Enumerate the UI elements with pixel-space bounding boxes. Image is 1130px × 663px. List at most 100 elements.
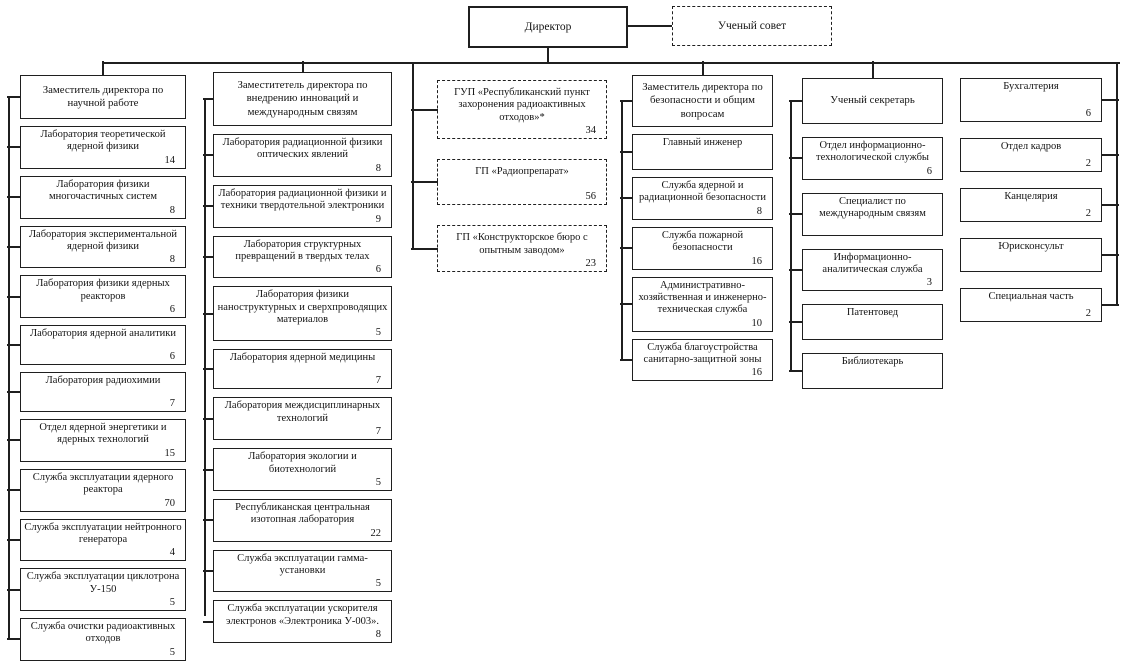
org-unit-label: Служба очистки радиоактивных отходов [30, 621, 176, 645]
org-unit-label: Лаборатория физики многочастичных систем [48, 178, 157, 203]
dept-header-innovation: Заместитетель директора по внедрению инн… [203, 72, 392, 126]
org-unit-box: Лаборатория физики многочастичных систем… [7, 175, 186, 219]
org-unit-count: 6 [375, 264, 381, 276]
org-unit-label: Лаборатория ядерной аналитики [29, 328, 177, 339]
org-unit-box: Отдел кадров 2 [960, 138, 1119, 172]
connector-spine [621, 101, 623, 362]
org-unit-count: 22 [370, 527, 382, 539]
dept-header-secretary: Ученый секретарь [789, 78, 943, 124]
connector-bus [103, 62, 1120, 64]
org-unit-count: 7 [375, 375, 381, 387]
org-unit-box: Служба эксплуатации нейтронного генерато… [7, 518, 186, 562]
org-unit-label: Республиканская центральная изотопная ла… [235, 501, 370, 526]
column-research-deputy: Заместитель директора по научной работе … [7, 61, 186, 661]
column-scientific-secretary: Ученый секретарь Отдел информационно-тех… [789, 61, 943, 390]
org-unit-label: Лаборатория физики наноструктурных и све… [217, 289, 388, 325]
org-unit-count: 2 [1085, 158, 1091, 169]
org-unit-box: Канцелярия 2 [960, 188, 1119, 222]
org-unit-label: ГУП «Республиканский пункт захоронения р… [454, 87, 590, 123]
column-innovation-deputy: Заместитетель директора по внедрению инн… [203, 61, 392, 644]
org-unit-box: Лаборатория радиохимии 7 [7, 372, 186, 412]
org-unit-box: Лаборатория экспериментальной ядерной фи… [7, 225, 186, 269]
org-unit-label: Отдел кадров [1000, 141, 1062, 152]
org-unit-count: 4 [169, 547, 175, 559]
org-unit-count [964, 257, 1098, 270]
org-unit-box: ГП «Конструкторское бюро с опытным завод… [411, 225, 607, 272]
org-unit-count: 10 [751, 317, 763, 329]
org-unit-label: Канцелярия [1004, 191, 1058, 202]
org-unit-count [806, 221, 939, 234]
org-unit-box: ГУП «Республиканский пункт захоронения р… [411, 80, 607, 140]
org-unit-count: 14 [164, 154, 176, 166]
org-unit-box: Лаборатория радиационной физики оптическ… [203, 134, 392, 177]
director-box: Директор [468, 6, 628, 48]
org-unit-count: 6 [1085, 108, 1091, 119]
org-unit-label: Служба пожарной безопасности [661, 229, 744, 254]
org-unit-box: Административно-хозяйственная и инженерн… [620, 276, 773, 332]
connector-director-drop [547, 46, 549, 63]
org-unit-box: Лаборатория теоретической ядерной физики… [7, 126, 186, 169]
org-unit-box: Лаборатория структурных превращений в тв… [203, 235, 392, 279]
org-unit-count: 16 [751, 367, 763, 379]
org-unit-count: 6 [926, 165, 932, 177]
org-unit-count: 2 [1085, 308, 1091, 319]
org-unit-count: 5 [169, 597, 175, 608]
org-unit-count: 5 [375, 327, 381, 339]
org-unit-label: Лаборатория междисциплинарных технологий [224, 400, 381, 424]
connector-spine [412, 62, 414, 249]
org-unit-count: 3 [926, 277, 932, 289]
org-unit-count: 7 [375, 426, 381, 438]
column-state-enterprises: ГУП «Республиканский пункт захоронения р… [411, 62, 607, 272]
org-unit-label: Лаборатория физики ядерных реакторов [36, 278, 170, 302]
org-unit-count [636, 155, 769, 168]
org-unit-box: Юрисконсульт [960, 238, 1119, 272]
connector-spine [204, 98, 206, 617]
org-unit-label: Лаборатория экологии и биотехнологий [248, 451, 357, 475]
org-unit-label: Отдел ядерной энергетики и ядерных техно… [39, 422, 167, 446]
org-unit-count: 8 [375, 162, 381, 174]
org-unit-count: 16 [751, 255, 763, 267]
org-unit-box: Лаборатория физики наноструктурных и све… [203, 286, 392, 342]
org-unit-label: Специальная часть [988, 291, 1074, 302]
org-unit-count: 2 [1085, 208, 1091, 219]
org-unit-box: Специальная часть 2 [960, 288, 1119, 322]
org-unit-label: Служба эксплуатации гамма-установки [237, 552, 368, 576]
dept-header-research: Заместитель директора по научной работе [7, 75, 186, 119]
org-unit-label: ГП «Радиопрепарат» [475, 166, 569, 178]
org-unit-label: Главный инженер [662, 137, 743, 148]
org-unit-count: 8 [169, 204, 175, 216]
org-unit-count: 5 [375, 476, 381, 488]
org-unit-count [806, 374, 939, 387]
org-unit-label: Служба эксплуатации ускорителя электроно… [226, 603, 379, 627]
org-unit-box: Отдел ядерной энергетики и ядерных техно… [7, 419, 186, 462]
connector-spine [1116, 62, 1118, 304]
org-unit-count: 7 [169, 398, 175, 409]
org-unit-count: 9 [375, 213, 381, 225]
connector-drop [701, 61, 704, 77]
column-safety-deputy: Заместитель директора по безопасности и … [620, 61, 773, 382]
connector-drop [301, 61, 304, 74]
org-unit-label: Библиотекарь [841, 356, 904, 368]
org-unit-box: Лаборатория физики ядерных реакторов 6 [7, 275, 186, 318]
connector-spine [8, 97, 10, 640]
org-unit-label: Служба эксплуатации ядерного реактора [32, 471, 174, 496]
connector-drop [102, 61, 104, 77]
org-unit-count: 6 [169, 351, 175, 362]
org-unit-count: 6 [169, 304, 175, 315]
org-unit-box: Библиотекарь [789, 353, 943, 390]
org-unit-label: Лаборатория ядерной медицины [229, 352, 376, 364]
org-unit-box: ГП «Радиопрепарат» 56 [411, 159, 607, 206]
org-unit-label: Лаборатория радиационной физики и техник… [218, 187, 387, 212]
dept-header-safety: Заместитель директора по безопасности и … [620, 75, 773, 127]
org-unit-count [806, 325, 939, 338]
org-unit-box: Отдел информационно-технологической служ… [789, 137, 943, 180]
org-unit-count: 23 [585, 257, 597, 269]
org-unit-box: Служба эксплуатации гамма-установки 5 [203, 549, 392, 593]
org-unit-box: Патентовед [789, 304, 943, 341]
org-unit-count: 8 [375, 629, 381, 641]
org-unit-box: Лаборатория радиационной физики и техник… [203, 184, 392, 228]
org-unit-box: Республиканская центральная изотопная ла… [203, 498, 392, 542]
org-unit-label: Лаборатория структурных превращений в тв… [235, 238, 370, 262]
org-unit-box: Специалист по международным связям [789, 192, 943, 236]
